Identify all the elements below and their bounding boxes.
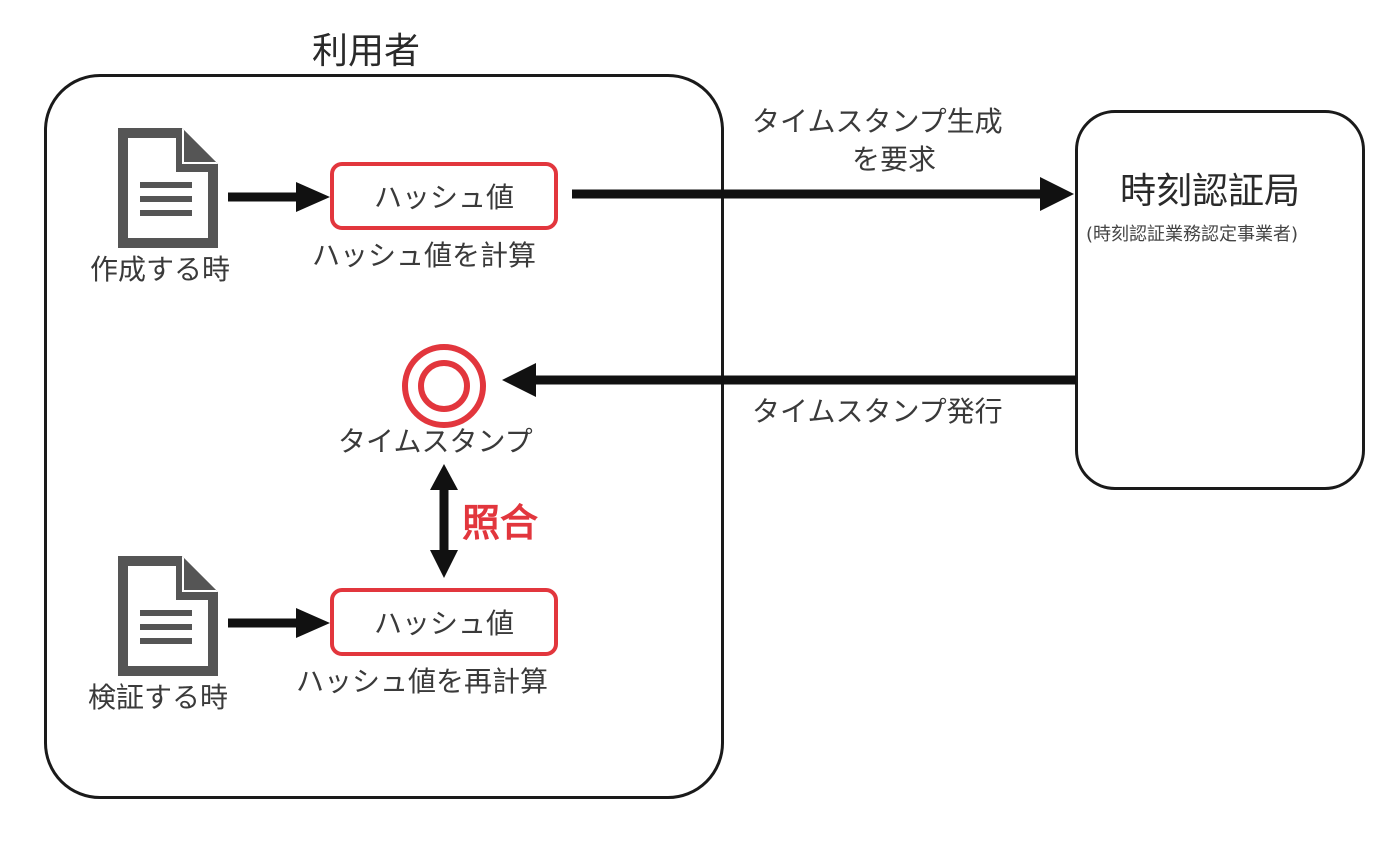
timestamp-label: タイムスタンプ [338, 425, 533, 458]
arrow-verify-to-hash [228, 608, 330, 638]
arrow-request-timestamp [572, 177, 1074, 211]
hash-value-box-bottom: ハッシュ値 [330, 588, 558, 656]
verify-caption: 検証する時 [88, 681, 229, 714]
compare-label: 照合 [462, 501, 539, 545]
user-title: 利用者 [312, 31, 421, 72]
hash-bottom-caption: ハッシュ値を再計算 [296, 665, 549, 698]
request-label-line1: タイムスタンプ生成 [752, 105, 1003, 138]
user-container [44, 74, 724, 799]
issue-label: タイムスタンプ発行 [752, 395, 1003, 428]
hash-top-caption: ハッシュ値を計算 [312, 239, 537, 272]
tsa-title: 時刻認証局 [1120, 171, 1301, 212]
document-create-icon [118, 128, 218, 248]
create-caption: 作成する時 [90, 253, 231, 286]
document-verify-icon [118, 556, 218, 676]
tsa-container [1075, 110, 1365, 490]
arrow-issue-timestamp [502, 363, 1076, 397]
timestamp-icon [402, 344, 486, 428]
arrow-compare [430, 464, 458, 578]
arrow-create-to-hash [228, 182, 330, 212]
tsa-subtitle: (時刻認証業務認定事業者) [1086, 224, 1299, 245]
request-label-line2: を要求 [852, 143, 937, 176]
hash-value-box-top: ハッシュ値 [330, 162, 558, 230]
